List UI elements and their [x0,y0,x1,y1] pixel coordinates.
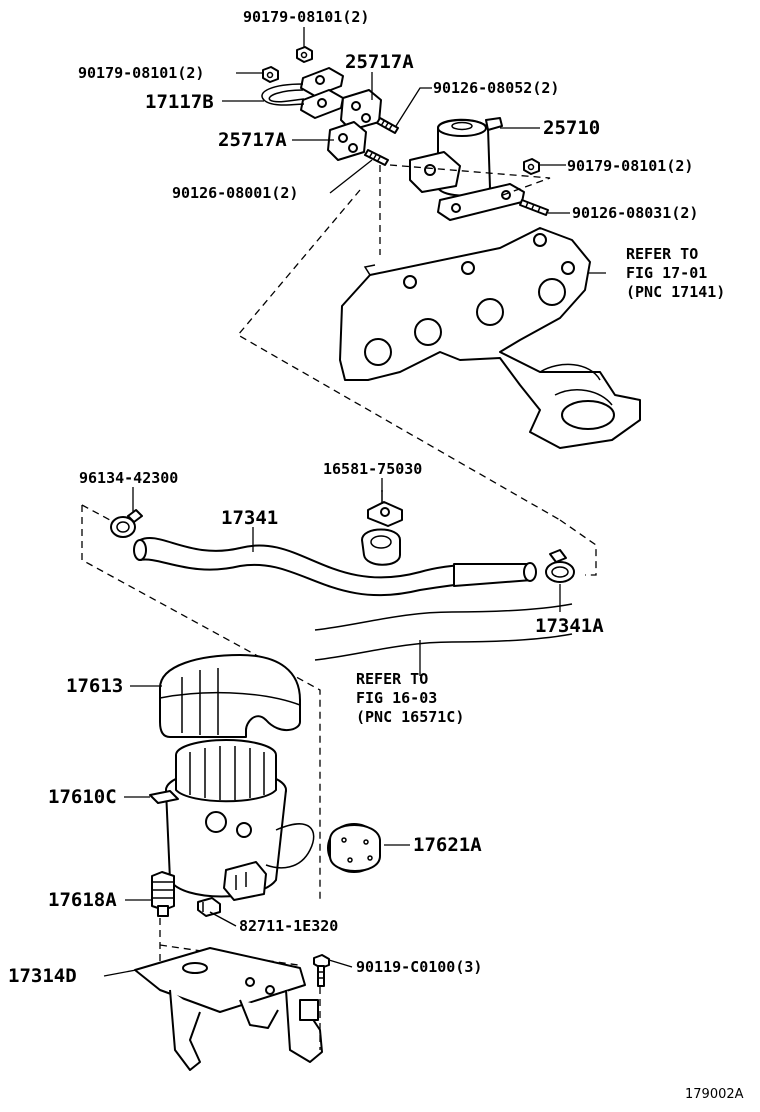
diagram-id: 179002A [685,1087,744,1102]
labels: 90179-08101(2) 90179-08101(2) 25717A 171… [8,8,744,1102]
ref-manifold-line2: FIG 17-01 [626,264,707,282]
ref-manifold-line1: REFER TO [626,245,698,263]
label-stud-right: 90126-08031(2) [572,204,698,222]
nut-top-icon [296,46,313,63]
hose-clamp-right-icon [545,549,575,583]
stud-upper-icon [376,117,399,134]
gasket-top-icon [340,89,382,131]
ref-hose-line3: (PNC 16571C) [356,708,464,726]
stud-lower-icon [364,149,389,166]
label-clamp-right: 17341A [535,615,604,637]
hose-clamp-mid-icon [361,490,403,566]
air-hose-icon [133,537,537,596]
leader-lines [103,27,606,977]
label-stud-upper: 90126-08052(2) [433,79,559,97]
gasket-bottom-icon [327,121,367,161]
stud-right-icon [519,199,549,216]
label-bracket: 17314D [8,965,77,987]
air-pump-icon [149,739,315,901]
cushion-icon [151,871,175,917]
label-nut-top: 90179-08101(2) [243,8,369,26]
label-stud-lower: 90126-08001(2) [172,184,298,202]
nut-left-icon [262,66,279,83]
label-cushion: 17618A [48,889,117,911]
label-connector: 82711-1E320 [239,917,338,935]
label-valve: 25710 [543,117,600,139]
valve-assembly-group [261,46,551,255]
pump-assembly-group [149,654,381,917]
label-nut-right: 90179-08101(2) [567,157,693,175]
pump-cover-icon [159,654,301,738]
damper-icon [327,823,381,873]
ref-hose-line2: FIG 16-03 [356,689,437,707]
nut-right-icon [523,158,540,175]
hose-group [81,490,597,900]
air-pipe-icon [261,67,344,119]
label-cover: 17613 [66,675,123,697]
label-nut-left: 90179-08101(2) [78,64,204,82]
label-bolt: 90119-C0100(3) [356,958,482,976]
label-clamp-mid: 16581-75030 [323,460,422,478]
connector-icon [197,897,221,917]
label-gasket-top: 25717A [345,51,414,73]
label-hose: 17341 [221,507,278,529]
exhaust-manifold-icon [339,227,641,449]
label-pipe: 17117B [145,91,214,113]
ref-manifold-line3: (PNC 17141) [626,283,725,301]
pump-bracket-icon [134,918,330,1071]
label-gasket-bottom: 25717A [218,129,287,151]
air-switching-valve-icon [409,117,525,221]
label-clamp-left: 96134-42300 [79,469,178,487]
label-pump: 17610C [48,786,117,808]
hose-clamp-left-icon [110,509,143,538]
bolt-icon [313,954,330,987]
ref-hose-line1: REFER TO [356,670,428,688]
label-damper: 17621A [413,834,482,856]
